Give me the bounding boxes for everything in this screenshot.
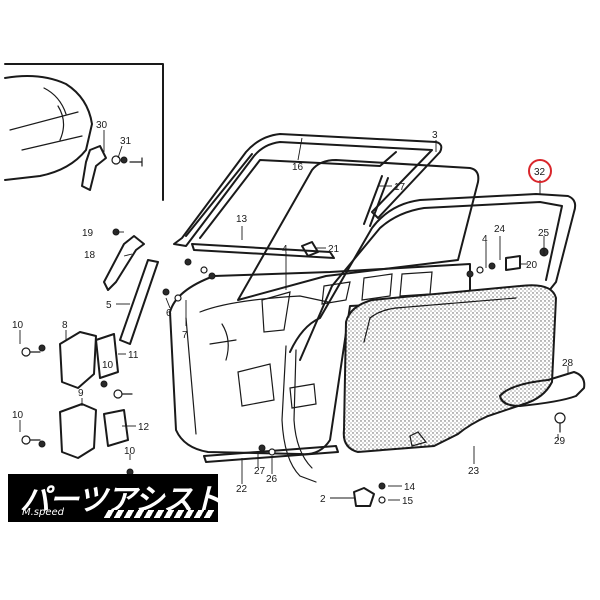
armrest-28 [499, 371, 586, 407]
door-weatherstrip-32 [289, 193, 577, 353]
label-21: 21 [328, 244, 340, 255]
hinge-lower-9 [59, 403, 97, 459]
inset-bracket-30 [81, 145, 107, 191]
label-4b: 4 [482, 234, 488, 245]
door-glass [237, 159, 480, 301]
window-frame-16 [185, 151, 397, 239]
glass-run-channel-3 [173, 133, 443, 247]
label-11: 11 [128, 350, 139, 361]
label-15: 15 [402, 496, 414, 507]
label-23: 23 [468, 466, 480, 477]
label-10b: 10 [102, 360, 114, 371]
label-27: 27 [254, 466, 266, 477]
label-2: 2 [320, 494, 326, 505]
label-17: 17 [394, 182, 406, 193]
label-4a: 4 [282, 244, 288, 255]
label-31: 31 [120, 136, 132, 147]
label-5: 5 [106, 300, 112, 311]
label-16: 16 [292, 162, 304, 173]
label-20: 20 [526, 260, 538, 271]
logo-stripes [103, 510, 217, 518]
highlight-circle-32 [528, 159, 552, 183]
label-18: 18 [84, 250, 96, 261]
division-bar-17 [363, 175, 389, 227]
weatherstrip-inner-24 [299, 201, 563, 361]
label-29: 29 [554, 436, 566, 447]
hinge-upper-8 [59, 331, 97, 389]
label-24: 24 [494, 224, 506, 235]
label-19: 19 [82, 228, 94, 239]
label-25: 25 [538, 228, 550, 239]
lower-moulding-22 [203, 445, 339, 463]
label-10c: 10 [12, 410, 24, 421]
inset-car-body-detail [4, 63, 164, 201]
label-14: 14 [404, 482, 416, 493]
label-6: 6 [166, 308, 172, 319]
label-28: 28 [562, 358, 574, 369]
leader-lines [19, 130, 569, 501]
logo-subtitle: M.speed [22, 507, 65, 518]
label-12: 12 [138, 422, 150, 433]
lower-sash-13 [191, 243, 335, 259]
label-10d: 10 [124, 446, 136, 457]
label-7: 7 [182, 330, 188, 341]
door-trim-panel-23 [342, 284, 558, 454]
check-link-18 [103, 235, 145, 291]
part-numbers: 30 31 3 16 17 32 13 24 4 4 21 19 18 5 6 … [12, 120, 574, 507]
label-32: 32 [534, 167, 546, 178]
regulator-bar-5 [119, 259, 159, 345]
label-3: 3 [432, 130, 438, 141]
logo-banner: パーツアシスト M.speed [8, 474, 222, 522]
hinge-bracket-11 [95, 333, 119, 379]
label-26: 26 [266, 474, 278, 485]
label-10a: 10 [12, 320, 24, 331]
label-9: 9 [78, 388, 84, 399]
door-shell [169, 263, 471, 456]
label-22: 22 [236, 484, 248, 495]
label-13: 13 [236, 214, 248, 225]
label-8: 8 [62, 320, 68, 331]
label-30: 30 [96, 120, 108, 131]
hinge-bracket-12 [103, 409, 129, 447]
